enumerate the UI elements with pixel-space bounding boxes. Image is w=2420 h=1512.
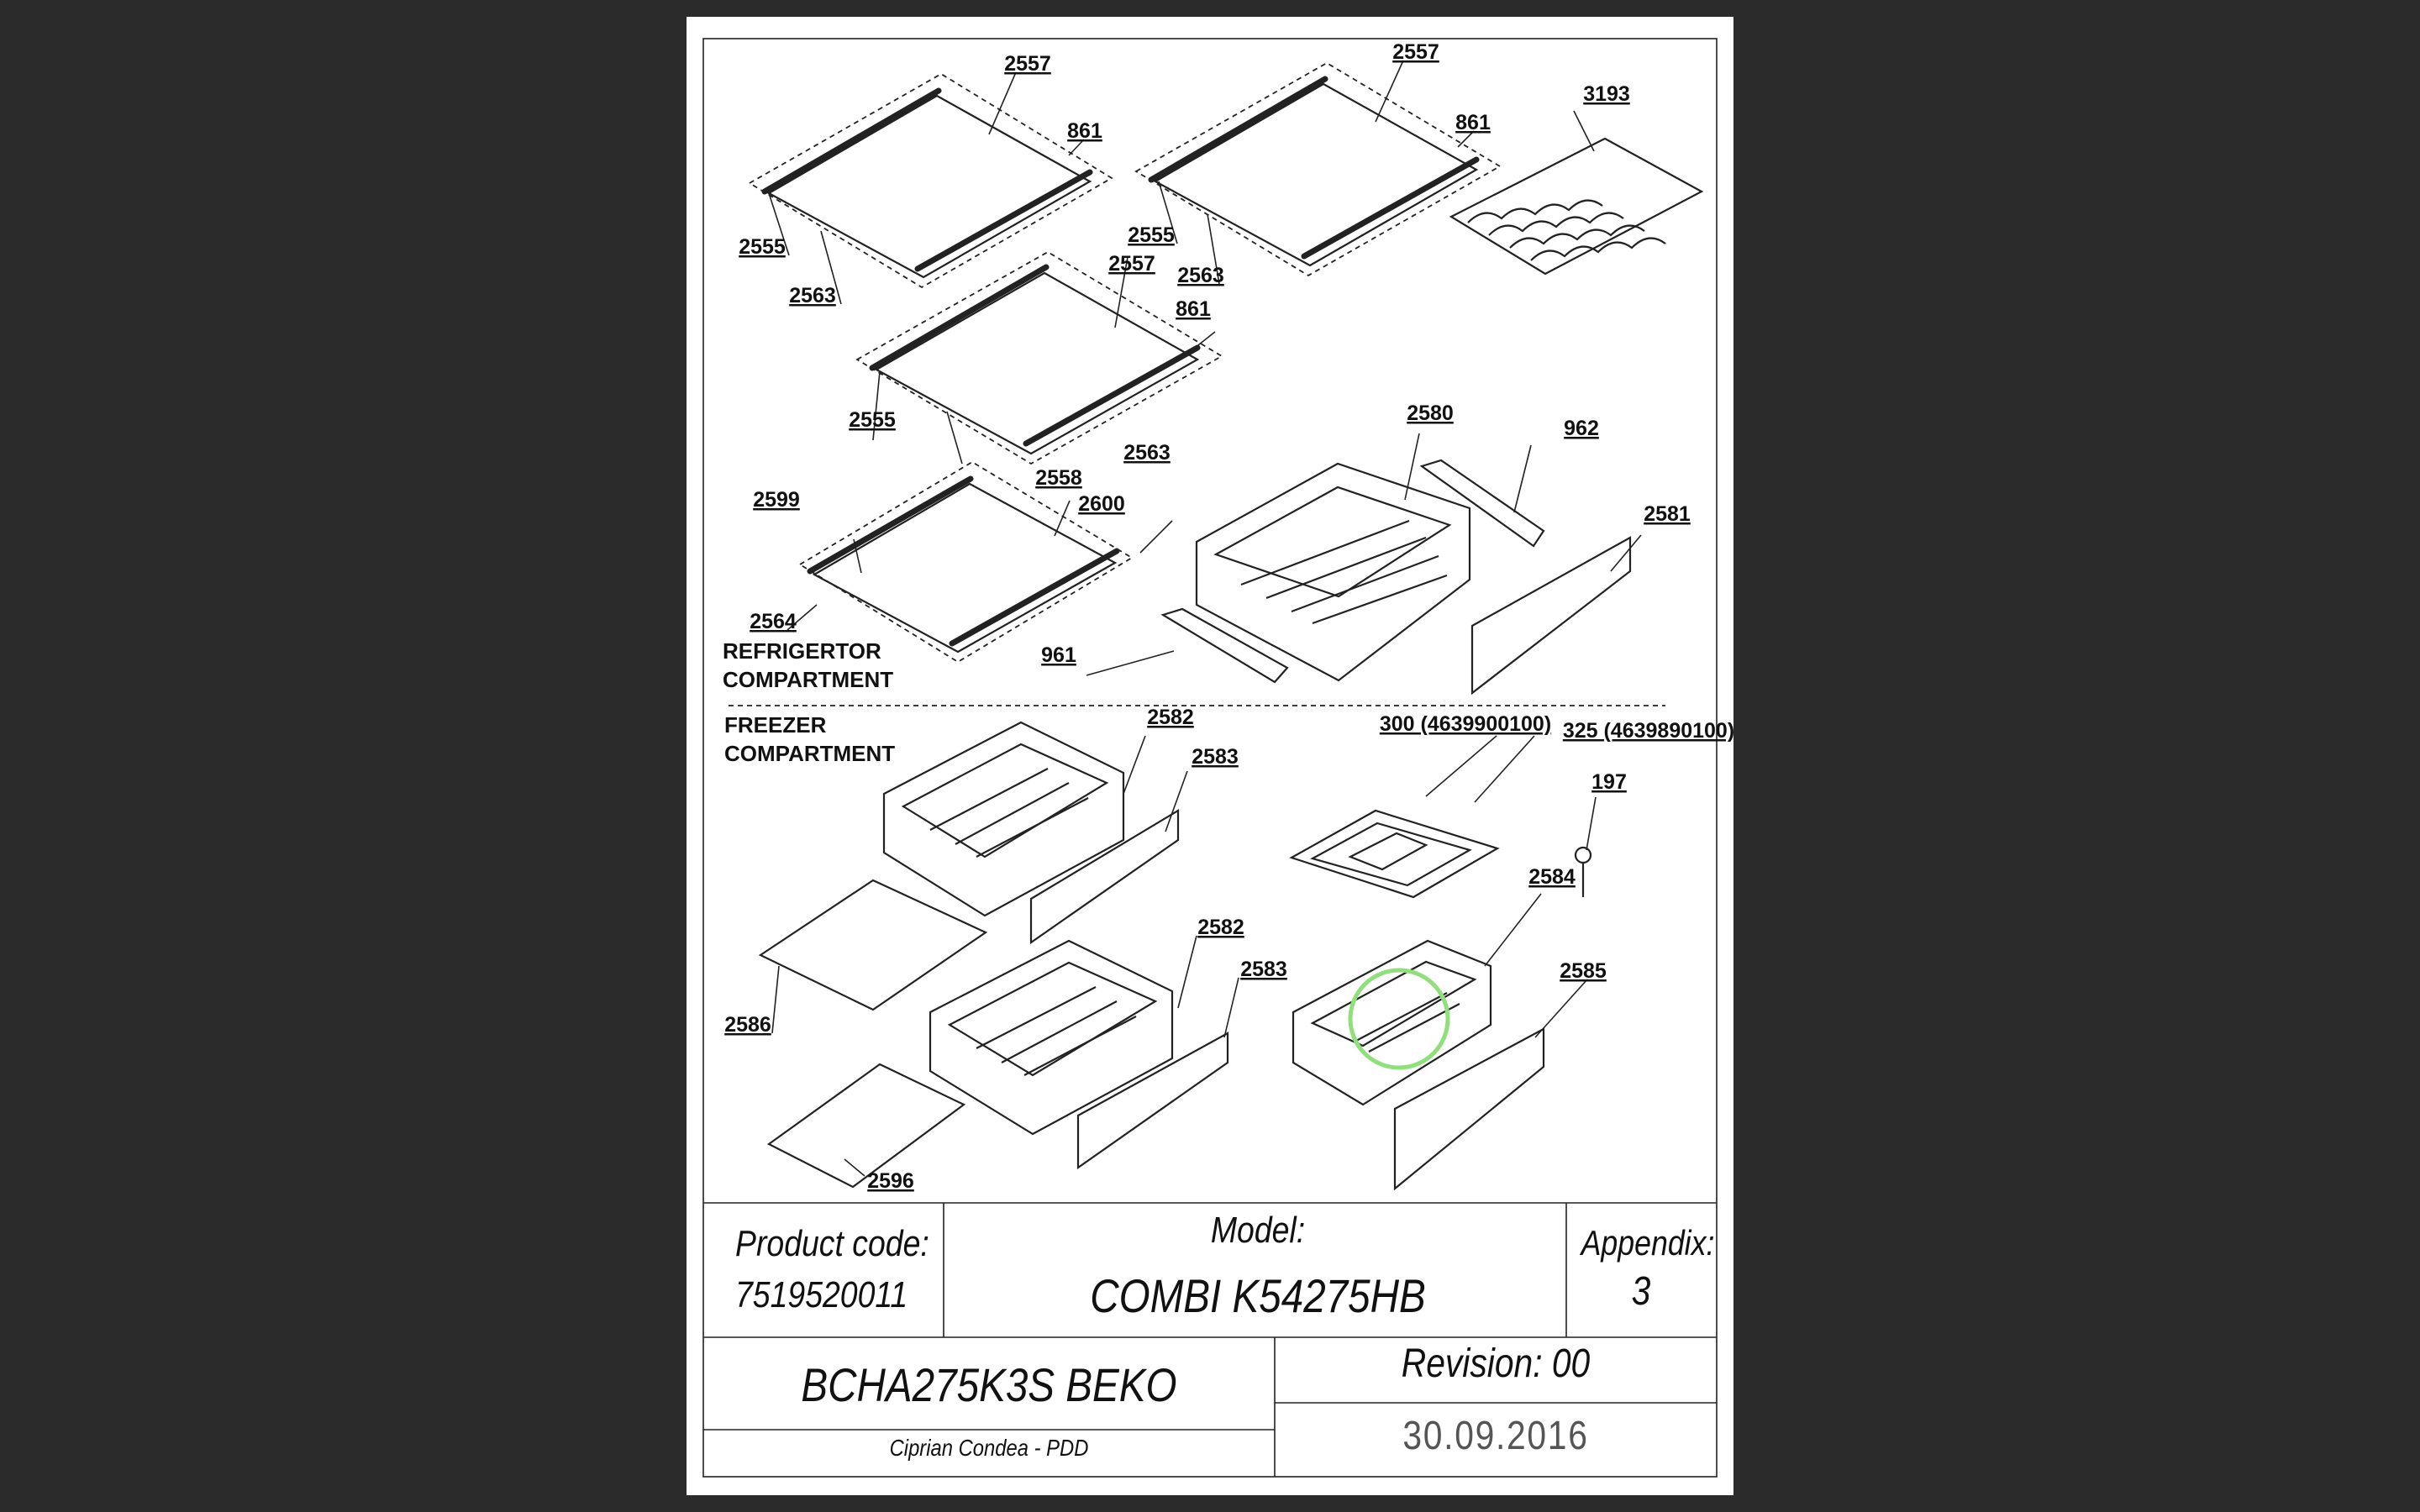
label-shelf1-glass: 2557 (1004, 52, 1051, 76)
label-bottle-rack: 3193 (1583, 82, 1630, 106)
drawing-name: BCHA275K3S BEKO (801, 1358, 1177, 1411)
label-shelf2-frame: 2563 (1177, 264, 1224, 287)
key-drawing (1574, 846, 1592, 897)
label-key: 197 (1591, 770, 1627, 794)
label-crisper-rail-left: 961 (1041, 643, 1076, 667)
product-code-label: Product code: (735, 1223, 929, 1264)
leader-lines (768, 60, 1642, 1177)
label-freezer-drawer2: 2582 (1197, 916, 1244, 939)
part-labels: 2557 861 2555 2563 2557 861 2555 2563 31… (724, 40, 1733, 1193)
label-shelf4-rear: 2600 (1078, 492, 1125, 516)
shelf4-drawing (798, 460, 1134, 664)
label-freezer-drawer3: 2584 (1528, 865, 1576, 889)
label-shelf1-front: 2555 (739, 235, 786, 259)
label-shelf2-glass: 2557 (1392, 40, 1439, 64)
freezer-drawer1-drawing (882, 721, 1180, 945)
label-shelf1-rear: 861 (1067, 119, 1102, 143)
drawing-sheet: 2557 861 2555 2563 2557 861 2555 2563 31… (687, 17, 1733, 1495)
refrigerator-section-label-line2: COMPARTMENT (723, 667, 893, 692)
label-freezer-front1: 2583 (1192, 745, 1239, 769)
freezer-drawer2-drawing (929, 939, 1229, 1170)
shelf1-drawing (748, 72, 1113, 289)
freezer-section-label-line1: FREEZER (724, 712, 827, 738)
label-freezer-front2: 2583 (1240, 958, 1287, 981)
crisper-drawing (1160, 459, 1632, 696)
model-label: Model: (1210, 1210, 1306, 1251)
label-freezer-front3: 2585 (1560, 959, 1607, 983)
label-shelf3-glass: 2557 (1108, 252, 1155, 276)
freezer-plate2-drawing (766, 1063, 966, 1189)
exploded-parts-diagram: 2557 861 2555 2563 2557 861 2555 2563 31… (702, 38, 1733, 1478)
label-freezer-plate1: 2586 (724, 1013, 771, 1037)
label-shelf2-rear: 861 (1455, 111, 1491, 134)
outer-border (702, 38, 1718, 1478)
shelf3-drawing (855, 250, 1223, 465)
label-shelf3-front: 2555 (849, 408, 896, 432)
label-shelf3-rear: 861 (1176, 297, 1211, 321)
bottle-rack-drawing (1449, 137, 1704, 276)
label-shelf3-frame: 2563 (1123, 441, 1171, 465)
label-ice-cover: 325 (4639890100) (1563, 719, 1733, 743)
refrigerator-section-label-line1: REFRIGERTOR (723, 638, 881, 664)
model-value: COMBI K54275HB (1090, 1269, 1426, 1322)
label-crisper-front: 2581 (1644, 502, 1691, 526)
label-shelf2-front: 2555 (1128, 223, 1175, 247)
freezer-plate1-drawing (758, 879, 988, 1011)
label-shelf4-glass: 2558 (1035, 466, 1082, 490)
highlight-circle (1348, 968, 1450, 1070)
appendix-value: 3 (1631, 1269, 1651, 1314)
ice-tray-drawing (1289, 809, 1500, 899)
revision-label: Revision: 00 (1401, 1341, 1591, 1386)
label-freezer-plate2: 2596 (867, 1169, 914, 1193)
revision-date: 30.09.2016 (1402, 1414, 1589, 1458)
shelf2-drawing (1134, 61, 1502, 277)
label-shelf4-frame: 2564 (750, 610, 797, 633)
author-name: Ciprian Condea - PDD (889, 1435, 1089, 1461)
appendix-label: Appendix: (1581, 1223, 1715, 1263)
label-freezer-drawer1: 2582 (1147, 706, 1194, 729)
product-code-value: 7519520011 (735, 1274, 908, 1315)
freezer-section-label-line2: COMPARTMENT (724, 741, 895, 766)
label-crisper-rail-right: 962 (1564, 417, 1599, 440)
freezer-drawer3-drawing (1292, 939, 1545, 1191)
label-shelf1-frame: 2563 (789, 284, 836, 307)
label-shelf4-front: 2599 (753, 488, 800, 512)
title-block-grid (703, 1202, 1717, 1477)
label-ice-tray: 300 (4639900100) (1380, 712, 1551, 736)
label-crisper-body: 2580 (1407, 402, 1454, 425)
